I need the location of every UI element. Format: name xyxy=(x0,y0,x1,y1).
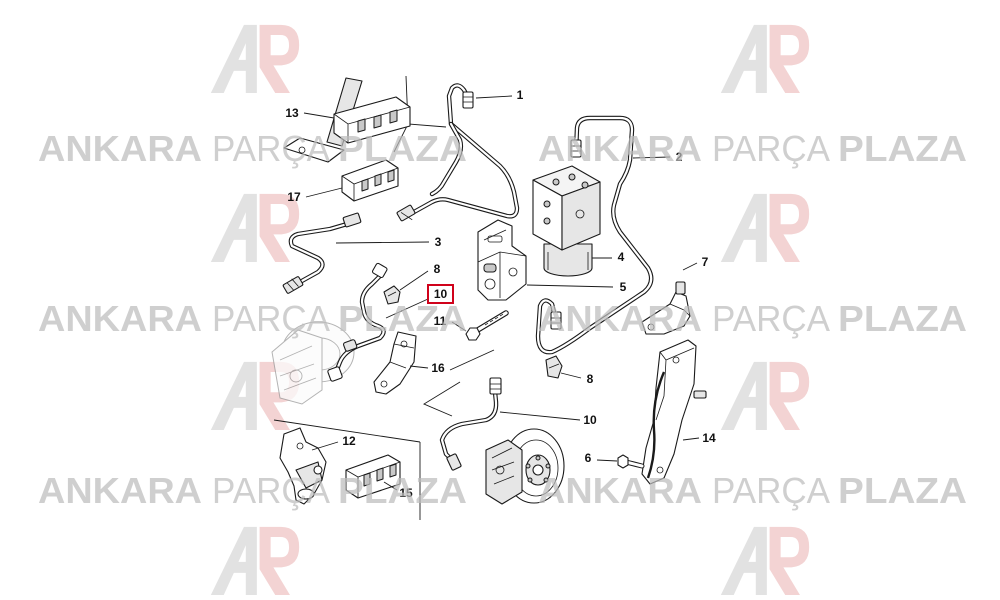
callout-13[interactable]: 13 xyxy=(285,106,299,120)
abs-bracket-5 xyxy=(477,219,527,301)
ap-logo-icon xyxy=(720,193,810,262)
callout-1[interactable]: 1 xyxy=(517,88,524,102)
watermark-word-parca: PARÇA xyxy=(212,470,330,511)
watermark-word-plaza: PLAZA xyxy=(838,470,967,511)
leader-line-7 xyxy=(682,262,698,271)
clip-8-lower xyxy=(545,355,563,379)
clip-block-15 xyxy=(345,454,401,499)
leader-line-16 xyxy=(409,365,429,369)
leader-line-17 xyxy=(305,187,343,198)
callout-15[interactable]: 15 xyxy=(399,486,413,500)
callout-12[interactable]: 12 xyxy=(342,434,356,448)
ap-logo-icon xyxy=(210,24,300,93)
watermark-word-plaza: PLAZA xyxy=(338,128,467,169)
callout-4[interactable]: 4 xyxy=(618,250,625,264)
watermark-word-plaza: PLAZA xyxy=(338,470,467,511)
callout-3[interactable]: 3 xyxy=(435,235,442,249)
watermark-word-ankara: ANKARA xyxy=(538,298,702,339)
ap-logo-icon xyxy=(210,526,300,595)
leader-line-13 xyxy=(303,112,335,119)
brake-pipe-3 xyxy=(282,212,362,294)
watermark-word-plaza: PLAZA xyxy=(338,298,467,339)
watermark-word-plaza: PLAZA xyxy=(838,298,967,339)
watermark-word-ankara: ANKARA xyxy=(38,298,202,339)
leader-line-5 xyxy=(526,284,614,288)
leader-line-10-lower xyxy=(499,411,581,421)
callout-8-lower[interactable]: 8 xyxy=(587,372,594,386)
watermark-word-parca: PARÇA xyxy=(712,128,830,169)
leader-line-11 xyxy=(451,321,467,332)
leader-line-8-upper xyxy=(399,270,429,291)
callout-10-lower[interactable]: 10 xyxy=(583,413,597,427)
watermark-word-ankara: ANKARA xyxy=(38,128,202,169)
text-watermarks: ANKARA PARÇA PLAZA ANKARA PARÇA PLAZA AN… xyxy=(38,128,967,511)
abs-unit-4 xyxy=(532,165,601,277)
bracket-14 xyxy=(641,339,707,485)
watermark-word-parca: PARÇA xyxy=(712,470,830,511)
callout-5[interactable]: 5 xyxy=(620,280,627,294)
leader-lines xyxy=(303,95,700,491)
leader-line-6 xyxy=(596,459,618,462)
brake-hose-10 xyxy=(439,377,502,471)
watermark-word-ankara: ANKARA xyxy=(38,470,202,511)
ap-logo-icon xyxy=(720,361,810,430)
abs-sensor-cable-10 xyxy=(327,262,388,382)
ap-logo-icon xyxy=(210,193,300,262)
ap-logo-icon xyxy=(720,526,810,595)
clip-block-17 xyxy=(341,159,399,202)
clip-8-upper xyxy=(383,285,401,305)
selected-callout-highlight xyxy=(427,284,454,304)
ap-logo-icon xyxy=(720,24,810,93)
watermark-word-plaza: PLAZA xyxy=(838,128,967,169)
callout-16[interactable]: 16 xyxy=(431,361,445,375)
leader-line-10-upper xyxy=(385,298,429,319)
watermark-word-parca: PARÇA xyxy=(212,128,330,169)
callout-2[interactable]: 2 xyxy=(676,150,683,164)
leader-line-14 xyxy=(682,437,700,441)
bracket-16 xyxy=(373,331,417,395)
callout-labels: 1 2 3 4 5 6 7 8 8 10 10 11 12 13 14 15 1… xyxy=(285,88,716,500)
bolt-11 xyxy=(465,310,509,341)
brake-pipe-1 xyxy=(396,83,520,222)
watermark-word-ankara: ANKARA xyxy=(538,128,702,169)
callout-17[interactable]: 17 xyxy=(287,190,301,204)
leader-line-15 xyxy=(383,481,398,491)
bracket-12 xyxy=(279,427,327,505)
callout-6[interactable]: 6 xyxy=(585,451,592,465)
brake-disc-assembly-right xyxy=(485,428,565,505)
callout-14[interactable]: 14 xyxy=(702,431,716,445)
leader-line-1 xyxy=(475,95,513,99)
group-frame-lines xyxy=(273,75,495,520)
clip-holder-13 xyxy=(283,77,411,163)
callout-8-upper[interactable]: 8 xyxy=(434,262,441,276)
brake-pipe-2 xyxy=(535,115,654,355)
watermark-word-ankara: ANKARA xyxy=(538,470,702,511)
callout-11[interactable]: 11 xyxy=(434,314,447,328)
bracket-7 xyxy=(641,281,691,335)
callout-7[interactable]: 7 xyxy=(702,255,709,269)
leader-line-2 xyxy=(632,156,671,159)
watermark-word-parca: PARÇA xyxy=(212,298,330,339)
leader-line-3 xyxy=(335,241,430,244)
watermark-word-parca: PARÇA xyxy=(712,298,830,339)
callout-10-upper[interactable]: 10 xyxy=(434,287,448,301)
leader-line-12 xyxy=(311,441,339,451)
bolt-6 xyxy=(617,454,645,469)
leader-line-8-lower xyxy=(560,372,582,379)
